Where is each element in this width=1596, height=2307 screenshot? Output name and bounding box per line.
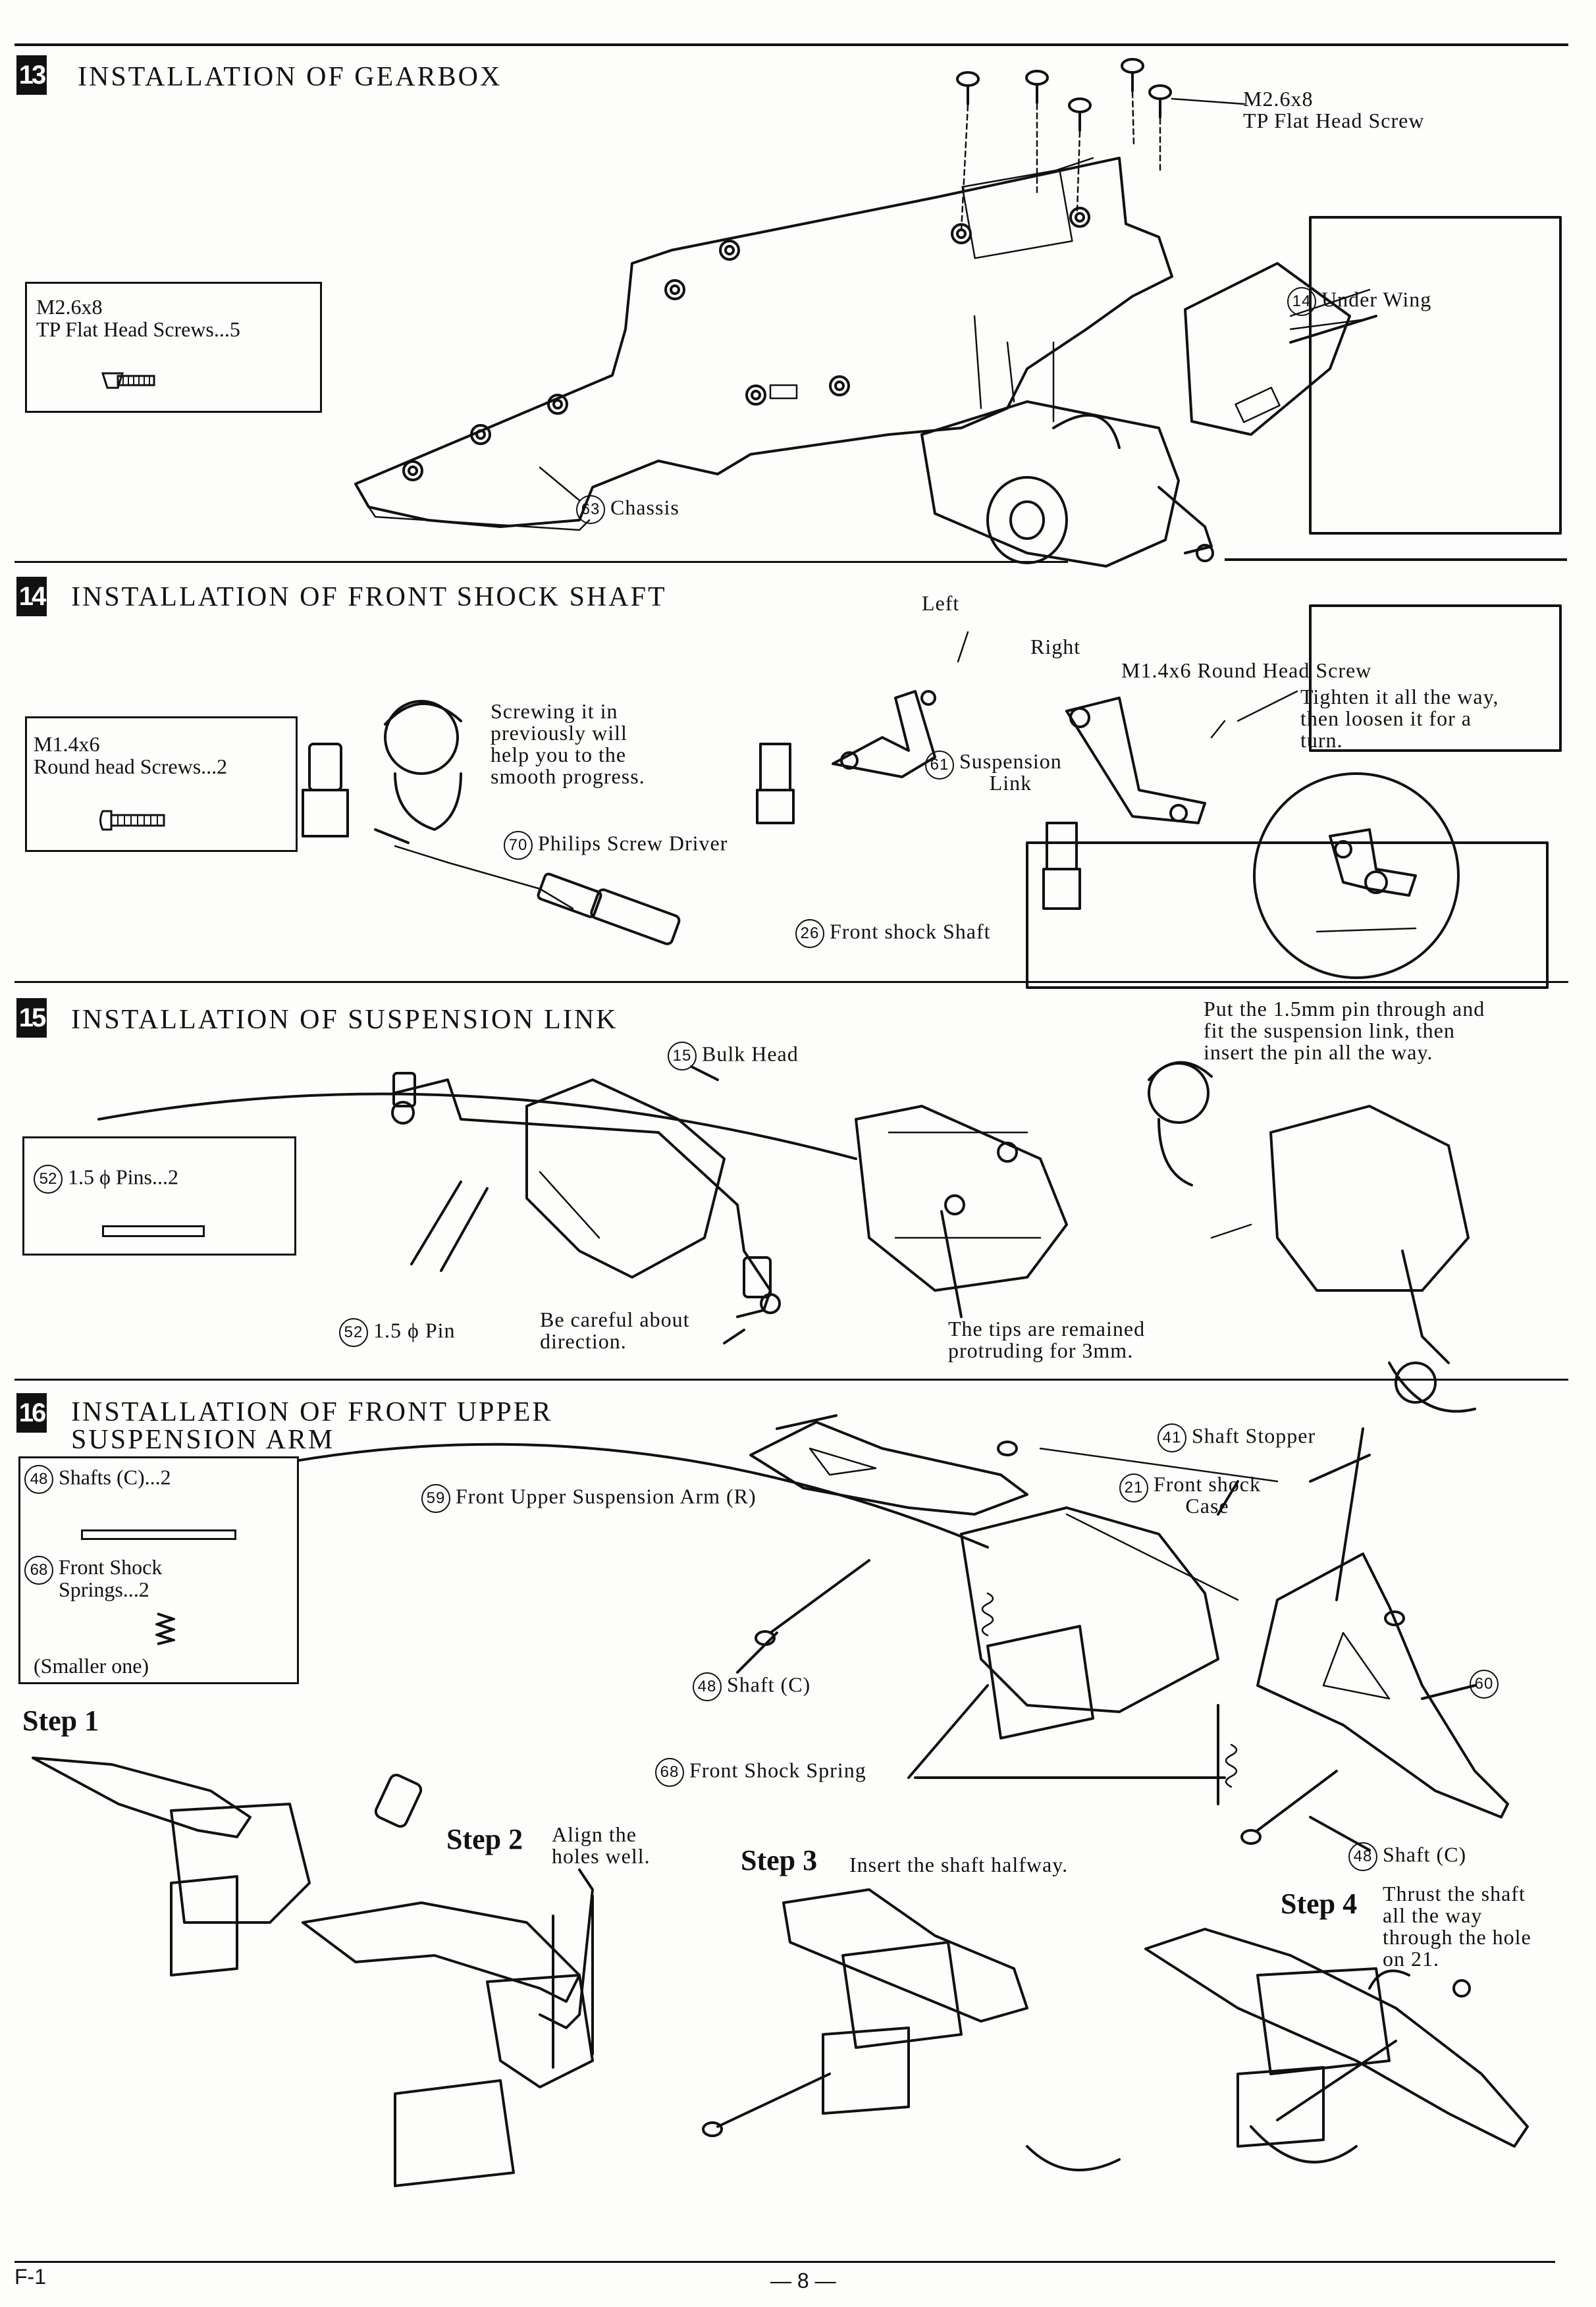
page-number: — 8 — xyxy=(770,2269,836,2293)
section-number: 15 xyxy=(16,998,47,1038)
parts-box-text: M2.6x8 TP Flat Head Screws...5 xyxy=(36,295,240,341)
shaft-icon xyxy=(81,1529,236,1540)
front-shock-shaft-drawing xyxy=(302,631,1460,979)
pin-icon xyxy=(102,1225,205,1237)
tip-callout: Screwing it in previously will help you … xyxy=(491,699,645,788)
flat-head-screws-drawing xyxy=(956,58,1246,232)
careful-note: Be careful about direction. xyxy=(540,1308,690,1353)
leader-lines xyxy=(690,315,1476,1851)
section-divider xyxy=(14,1379,1568,1381)
section-title: INSTALLATION OF FRONT SHOCK SHAFT xyxy=(71,582,667,612)
top-rule xyxy=(14,43,1568,46)
mascot-drawing xyxy=(384,700,1213,1186)
footer-rule xyxy=(14,2261,1555,2263)
screw-label: M2.6x8 TP Flat Head Screw xyxy=(1243,87,1425,132)
tighten-note: Tighten it all the way, then loosen it f… xyxy=(1300,685,1499,752)
suspension-link-drawing xyxy=(391,1072,1476,1413)
section-divider xyxy=(14,561,1068,563)
section-title: INSTALLATION OF FRONT UPPER SUSPENSION A… xyxy=(71,1397,553,1455)
parts-box: M2.6x8 TP Flat Head Screws...5 xyxy=(25,282,322,413)
part-60-label: 60 xyxy=(1470,1670,1504,1699)
parts-note: (Smaller one) xyxy=(34,1654,149,1678)
chassis-plate-drawing xyxy=(354,157,1173,531)
step-1-label: Step 1 xyxy=(22,1705,99,1737)
step-3-text: Insert the shaft halfway. xyxy=(849,1853,1069,1876)
step-4-text: Thrust the shaft all the way through the… xyxy=(1383,1882,1531,1971)
parts-box-text: M1.4x6 Round head Screws...2 xyxy=(34,732,228,778)
section-number: 16 xyxy=(16,1393,47,1433)
bleed-through-artwork xyxy=(97,216,1562,1549)
section-title: INSTALLATION OF GEARBOX xyxy=(78,62,502,92)
left-label: Left xyxy=(922,591,960,615)
section-title: INSTALLATION OF SUSPENSION LINK xyxy=(71,1005,618,1035)
section-divider xyxy=(1225,558,1567,561)
parts-box: M1.4x6 Round head Screws...2 xyxy=(25,716,298,852)
round-head-screw-icon xyxy=(99,810,165,831)
step-3-label: Step 3 xyxy=(741,1844,818,1876)
step-2-text: Align the holes well. xyxy=(552,1822,651,1868)
spring-icon xyxy=(155,1612,175,1645)
footer-code: F-1 xyxy=(14,2265,46,2289)
upper-suspension-arm-drawing xyxy=(749,1421,1509,1845)
step-2-label: Step 2 xyxy=(446,1823,523,1855)
step-4-label: Step 4 xyxy=(1281,1888,1358,1920)
flat-head-screw-icon xyxy=(101,372,155,389)
section-divider xyxy=(14,981,1568,983)
round-head-screw-label: M1.4x6 Round Head Screw xyxy=(1121,658,1372,682)
gearbox-drawing xyxy=(539,262,1371,568)
pin-instruction: Put the 1.5mm pin through and fit the su… xyxy=(1204,997,1485,1064)
section-number: 14 xyxy=(16,577,47,616)
section-number: 13 xyxy=(16,55,47,95)
right-label: Right xyxy=(1030,635,1081,658)
step-drawings xyxy=(32,1757,1529,2187)
tips-note: The tips are remained protruding for 3mm… xyxy=(948,1317,1146,1362)
